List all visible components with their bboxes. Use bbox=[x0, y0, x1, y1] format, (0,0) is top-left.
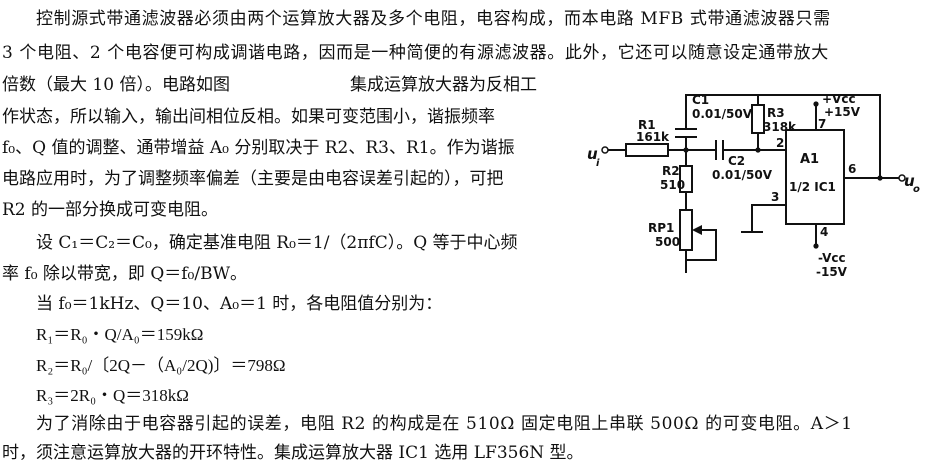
c2-label: C2 bbox=[728, 154, 745, 168]
text-line: 3 个电阻、2 个电容便可构成调谐电路，因而是一种简便的有源滤波器。此外，它还可… bbox=[2, 43, 829, 63]
c1-label: C1 bbox=[692, 93, 709, 107]
text-line: 设 C₁＝C₂＝C₀，确定基准电阻 R₀＝1/（2πfC）。Q 等于中心频 bbox=[36, 233, 518, 253]
text-line: 为了消除由于电容器引起的误差，电阻 R2 的构成是在 510Ω 固定电阻上串联 … bbox=[36, 414, 853, 434]
vcc-pos-value: +15V bbox=[824, 105, 861, 119]
pin-3-label: 3 bbox=[771, 190, 779, 204]
pin-4-label: 4 bbox=[820, 225, 828, 239]
op-amp-a1 bbox=[785, 129, 845, 225]
equation-r1: R₁＝R₀・Q/A₀＝159kΩ bbox=[36, 325, 204, 344]
vcc-terminal-icon bbox=[813, 101, 819, 107]
vee-terminal-icon bbox=[813, 243, 819, 249]
r2-label: R2 bbox=[662, 164, 680, 178]
input-label: u bbox=[587, 145, 598, 163]
output-label: u bbox=[904, 172, 915, 190]
vcc-pos-label: +Vcc bbox=[822, 92, 856, 106]
rp1-label: RP1 bbox=[648, 221, 674, 235]
output-terminal-icon bbox=[898, 174, 906, 182]
wiper-arrow-icon bbox=[692, 225, 702, 235]
pin-6-label: 6 bbox=[848, 162, 856, 176]
r3-label: R3 bbox=[767, 106, 785, 120]
text-line: 作状态，所以输入，输出间相位反相。如果可变范围小，谐振频率 bbox=[2, 107, 495, 127]
input-terminal-icon bbox=[601, 146, 609, 154]
rp1-potentiometer bbox=[679, 209, 693, 251]
r1-value: 161k bbox=[636, 130, 670, 144]
text-line: 集成运算放大器为反相工 bbox=[350, 75, 537, 95]
text-line: 当 f₀＝1kHz、Q＝10、A₀＝1 时，各电阻值分别为： bbox=[36, 294, 443, 314]
text-line: f₀、Q 值的调整、通带增益 A₀ 分别取决于 R2、R3、R1。作为谐振 bbox=[2, 138, 515, 158]
vcc-neg-value: -15V bbox=[816, 265, 848, 279]
pin-2-label: 2 bbox=[776, 136, 784, 150]
equation-r2: R₂＝R₀/〔2Q－（A₀/2Q)〕＝798Ω bbox=[36, 356, 286, 375]
output-subscript: o bbox=[913, 184, 920, 195]
text-line: 电路应用时，为了调整频率偏差（主要是由电容误差引起的），可把 bbox=[2, 169, 504, 189]
text-line: 倍数（最大 10 倍）。电路如图 bbox=[2, 75, 230, 95]
rp1-value: 500 bbox=[655, 235, 680, 249]
op-amp-label: A1 bbox=[800, 152, 819, 167]
text-line: R2 的一部分换成可变电阻。 bbox=[2, 200, 219, 220]
mfb-bandpass-circuit-diagram: C1 0.01/50V R3 318k +Vcc +15V 7 R1 161k … bbox=[587, 92, 920, 279]
text-line: 时，须注意运算放大器的开环特性。集成运算放大器 IC1 选用 LF356N 型。 bbox=[2, 443, 584, 463]
pin-7-label: 7 bbox=[818, 117, 826, 131]
vcc-neg-label: -Vcc bbox=[818, 251, 846, 265]
r1-resistor bbox=[625, 143, 669, 157]
op-amp-sublabel: 1/2 IC1 bbox=[789, 180, 836, 194]
r3-value: 318k bbox=[763, 120, 797, 134]
text-line: 控制源式带通滤波器必须由两个运算放大器及多个电阻，电容构成，而本电路 MFB 式… bbox=[36, 9, 831, 29]
text-line: 率 f₀ 除以带宽，即 Q＝f₀/BW。 bbox=[2, 264, 248, 284]
equation-r3: R₃＝2R₀・Q＝318kΩ bbox=[36, 386, 189, 405]
input-subscript: i bbox=[596, 158, 600, 169]
r2-value: 510 bbox=[660, 178, 685, 192]
c1-value: 0.01/50V bbox=[692, 107, 753, 121]
r1-label: R1 bbox=[638, 118, 656, 132]
c2-value: 0.01/50V bbox=[712, 168, 773, 182]
